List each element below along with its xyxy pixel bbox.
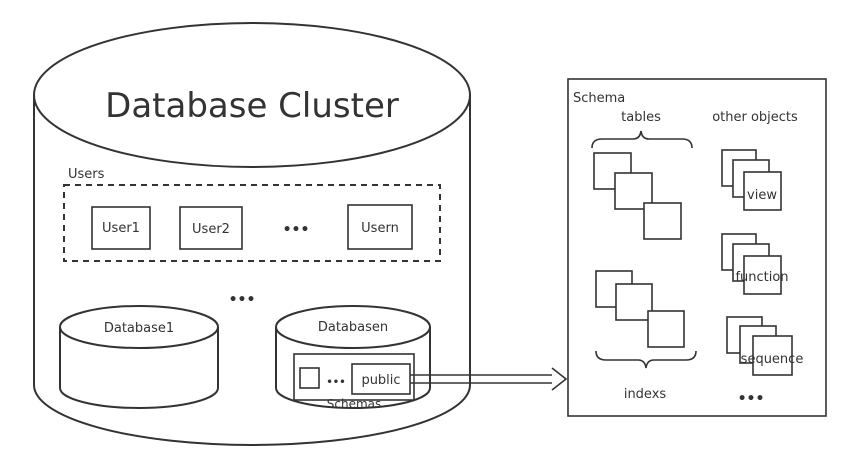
public-schema-box xyxy=(351,363,411,395)
user2-label: User2 xyxy=(192,222,230,237)
view-front-card xyxy=(743,171,782,211)
database1-cylinder xyxy=(59,305,219,409)
usern-label: Usern xyxy=(361,221,399,236)
users-group-box xyxy=(63,184,441,262)
objects-ellipsis: ••• xyxy=(738,391,765,407)
tables-brace xyxy=(591,130,693,149)
tables-label: tables xyxy=(621,110,661,125)
sequence-stack xyxy=(726,316,793,376)
database1-cylinder-body xyxy=(59,327,219,409)
cluster-title: Database Cluster xyxy=(105,86,399,126)
schema-panel-title: Schema xyxy=(573,91,625,106)
table-icon-3 xyxy=(643,202,682,240)
databasen-label: Databasen xyxy=(318,320,388,335)
function-stack xyxy=(721,233,782,295)
table-icons xyxy=(593,152,682,240)
indexs-brace xyxy=(595,350,697,369)
user1-label: User1 xyxy=(102,221,140,236)
databasen-cylinder-top xyxy=(275,305,431,349)
view-stack xyxy=(721,149,782,211)
user1-box xyxy=(91,206,151,250)
function-front-card xyxy=(743,255,782,295)
database1-cylinder-top xyxy=(59,305,219,349)
cluster-cylinder-top xyxy=(33,22,471,168)
sequence-front-card xyxy=(752,335,793,376)
user2-box xyxy=(179,206,243,250)
other-objects-label: other objects xyxy=(712,110,798,125)
schemas-label: Schemas xyxy=(327,397,382,411)
schema-arrow xyxy=(410,367,568,391)
index-icon-3 xyxy=(647,310,685,348)
schemas-ellipsis: ••• xyxy=(326,377,345,388)
schema-small-box xyxy=(299,367,320,389)
database1-label: Database1 xyxy=(104,321,174,336)
index-icon-2 xyxy=(615,283,653,321)
users-label: Users xyxy=(68,167,105,182)
public-label: public xyxy=(361,373,400,388)
index-icons xyxy=(595,270,685,348)
function-label: function xyxy=(735,270,788,285)
indexs-label: indexs xyxy=(624,387,667,402)
table-icon-2 xyxy=(614,172,653,210)
usern-box xyxy=(347,204,413,250)
databases-ellipsis: ••• xyxy=(229,292,256,308)
sequence-label: sequence xyxy=(741,352,804,367)
users-ellipsis: ••• xyxy=(283,222,310,238)
view-label: view xyxy=(747,188,777,203)
